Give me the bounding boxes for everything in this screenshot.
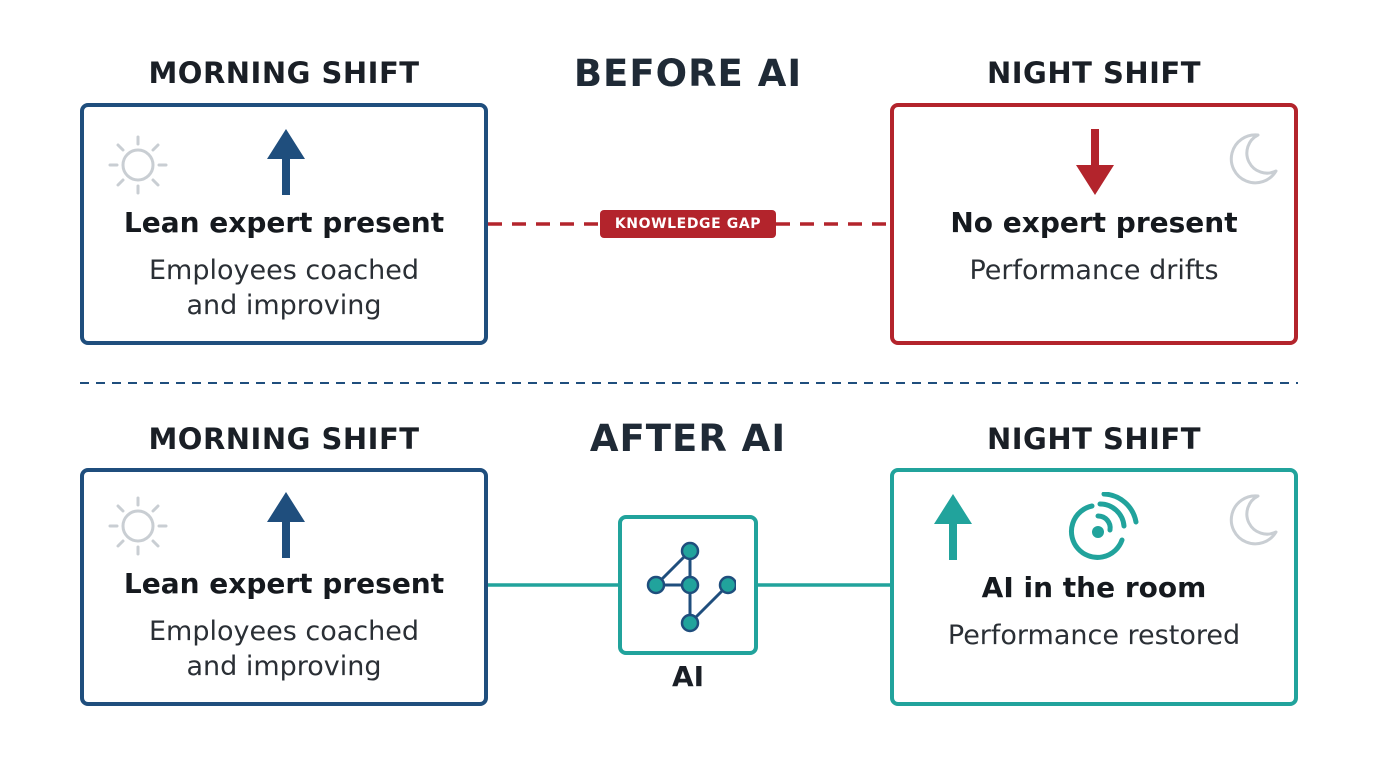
after-morning-body-line-1: Employees coached <box>149 616 419 647</box>
before-night-body: Performance drifts <box>894 253 1294 288</box>
arrow-down-icon <box>1076 129 1114 195</box>
before-night-body-line-1: Performance drifts <box>969 255 1219 286</box>
after-morning-heading: Lean expert present <box>123 567 445 600</box>
before-ai-title: BEFORE AI <box>573 52 803 95</box>
after-morning-card: Lean expert present Employees coached an… <box>80 468 488 706</box>
before-night-heading: No expert present <box>950 206 1238 239</box>
before-night-shift-label: NIGHT SHIFT <box>986 56 1202 90</box>
after-morning-shift-label: MORNING SHIFT <box>148 422 420 456</box>
network-graph-icon <box>646 541 736 633</box>
after-night-shift-label: NIGHT SHIFT <box>986 422 1202 456</box>
before-morning-body: Employees coached and improving <box>84 253 484 323</box>
arrow-up-icon <box>934 494 972 560</box>
after-morning-body-line-2: and improving <box>186 651 382 682</box>
after-night-heading: AI in the room <box>981 571 1207 604</box>
ai-node-label: AI <box>671 660 705 693</box>
arrow-up-icon <box>267 129 305 195</box>
before-morning-shift-label: MORNING SHIFT <box>148 56 420 90</box>
sun-icon <box>108 135 168 195</box>
before-morning-body-line-2: and improving <box>186 290 382 321</box>
ai-node-card <box>618 515 758 655</box>
moon-icon <box>1229 494 1278 546</box>
moon-icon <box>1229 133 1278 185</box>
after-night-body-line-1: Performance restored <box>947 620 1241 651</box>
after-night-card: AI in the room Performance restored <box>890 468 1298 706</box>
after-night-body: Performance restored <box>894 618 1294 653</box>
before-night-card: No expert present Performance drifts <box>890 103 1298 345</box>
sun-icon <box>108 496 168 556</box>
before-morning-heading: Lean expert present <box>123 206 445 239</box>
after-ai-title: AFTER AI <box>589 417 787 460</box>
ai-signal-icon <box>1069 492 1139 560</box>
before-morning-card: Lean expert present Employees coached an… <box>80 103 488 345</box>
knowledge-gap-badge: KNOWLEDGE GAP <box>600 210 776 238</box>
after-morning-body: Employees coached and improving <box>84 614 484 684</box>
before-morning-body-line-1: Employees coached <box>149 255 419 286</box>
arrow-up-icon <box>267 492 305 558</box>
